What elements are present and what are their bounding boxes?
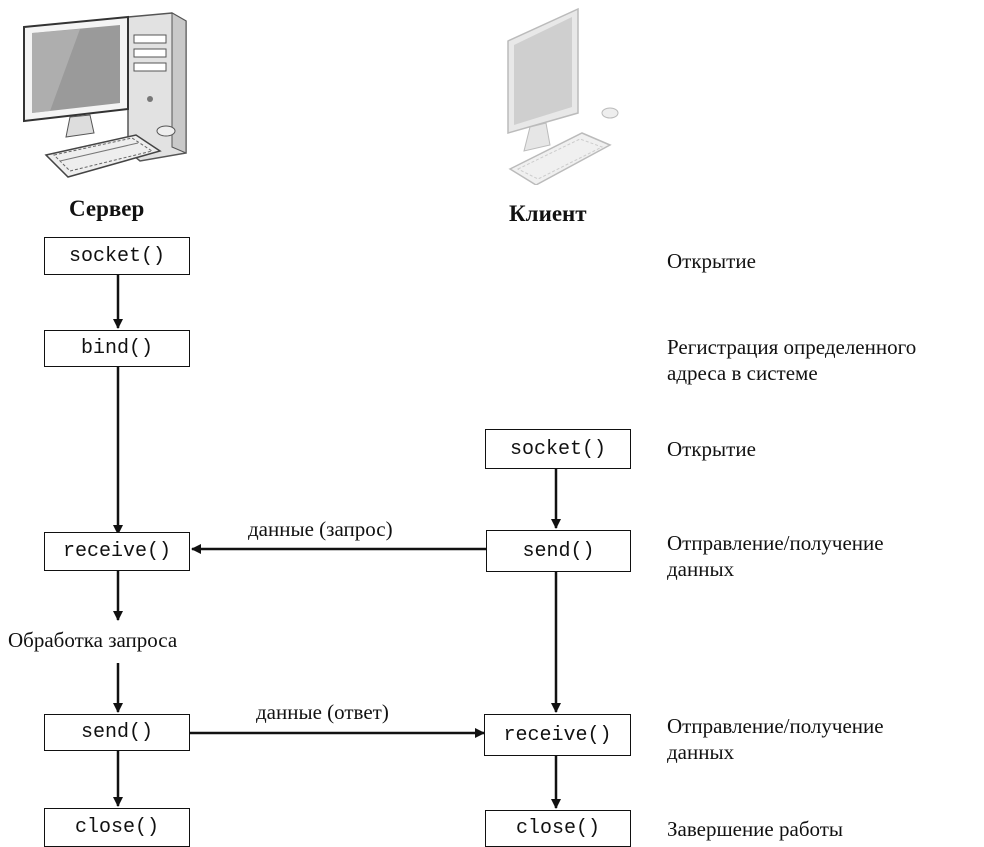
server-bind-box: bind() xyxy=(44,330,190,367)
description-send-receive-2: Отправление/получение данных xyxy=(667,714,884,765)
server-socket-box: socket() xyxy=(44,237,190,275)
server-close-box: close() xyxy=(44,808,190,847)
client-close-box: close() xyxy=(485,810,631,847)
client-receive-box: receive() xyxy=(484,714,631,756)
client-send-box: send() xyxy=(486,530,631,572)
description-close: Завершение работы xyxy=(667,817,844,841)
description-send-receive-1: Отправление/получение данных xyxy=(667,531,884,582)
server-receive-box: receive() xyxy=(44,532,190,571)
server-computer-icon xyxy=(23,12,187,178)
description-open-server: Открытие xyxy=(667,249,756,273)
response-label: данные (ответ) xyxy=(256,700,389,724)
server-title: Сервер xyxy=(69,196,145,221)
description-open-client: Открытие xyxy=(667,437,756,461)
client-computer-icon xyxy=(507,7,619,185)
description-bind: Регистрация определенного адреса в систе… xyxy=(667,335,917,386)
client-title: Клиент xyxy=(509,201,587,226)
processing-label: Обработка запроса xyxy=(8,628,178,652)
request-label: данные (запрос) xyxy=(248,517,393,541)
client-socket-box: socket() xyxy=(485,429,631,469)
server-send-box: send() xyxy=(44,714,190,751)
